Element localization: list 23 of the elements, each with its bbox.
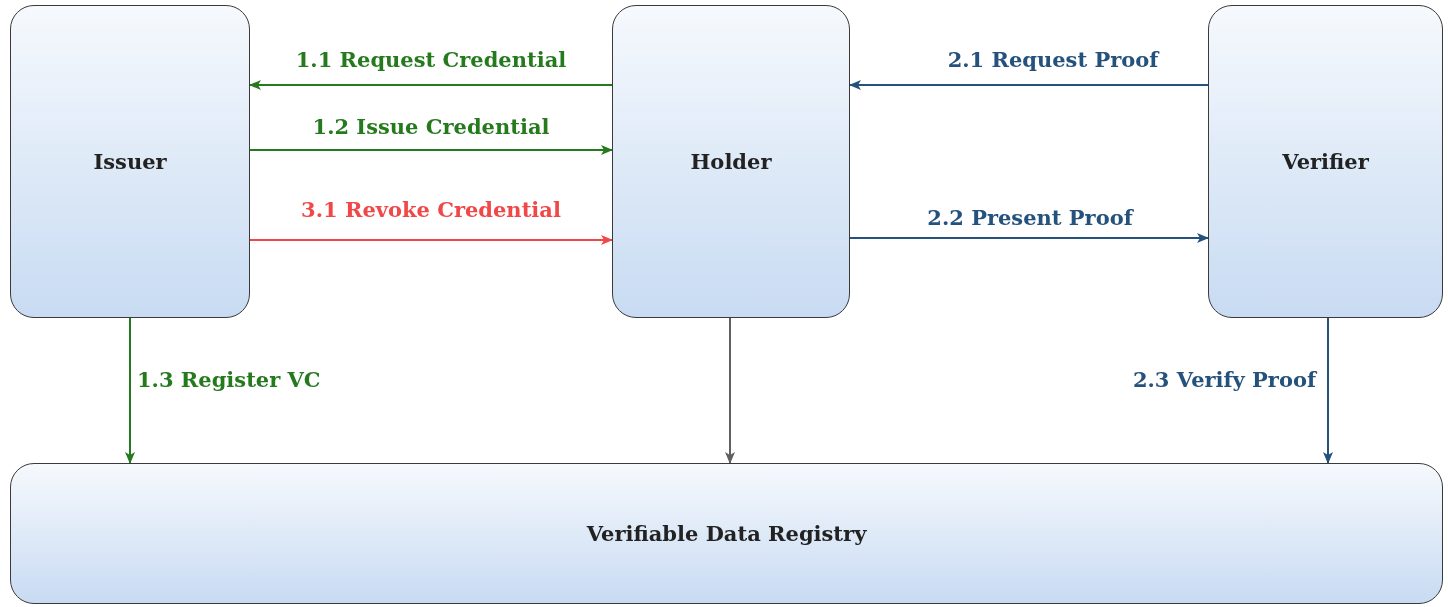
arrow xyxy=(125,317,135,464)
arrow xyxy=(849,80,1209,90)
arrow xyxy=(1323,317,1333,464)
entity-box xyxy=(10,463,1443,604)
edge-label: 3.1 Revoke Credential xyxy=(301,196,561,225)
edge-label: 2.3 Verify Proof xyxy=(1132,366,1316,395)
arrow xyxy=(249,80,613,90)
node-label: Verifiable Data Registry xyxy=(586,519,867,548)
arrow xyxy=(249,235,613,245)
entity-box xyxy=(612,5,850,318)
node-label: Verifier xyxy=(1282,147,1369,176)
node-label: Holder xyxy=(690,147,772,176)
entity-box xyxy=(1208,5,1443,318)
edge-label: 1.2 Issue Credential xyxy=(312,113,550,142)
edge-label: 1.1 Request Credential xyxy=(295,46,567,75)
edge-label: 2.1 Request Proof xyxy=(947,46,1159,75)
arrow xyxy=(249,145,613,155)
edge-label: 1.3 Register VC xyxy=(137,366,321,395)
entity-box xyxy=(10,5,250,318)
arrow xyxy=(849,233,1209,243)
arrow xyxy=(725,317,735,464)
node-label: Issuer xyxy=(93,147,167,176)
edge-label: 2.2 Present Proof xyxy=(927,204,1133,233)
